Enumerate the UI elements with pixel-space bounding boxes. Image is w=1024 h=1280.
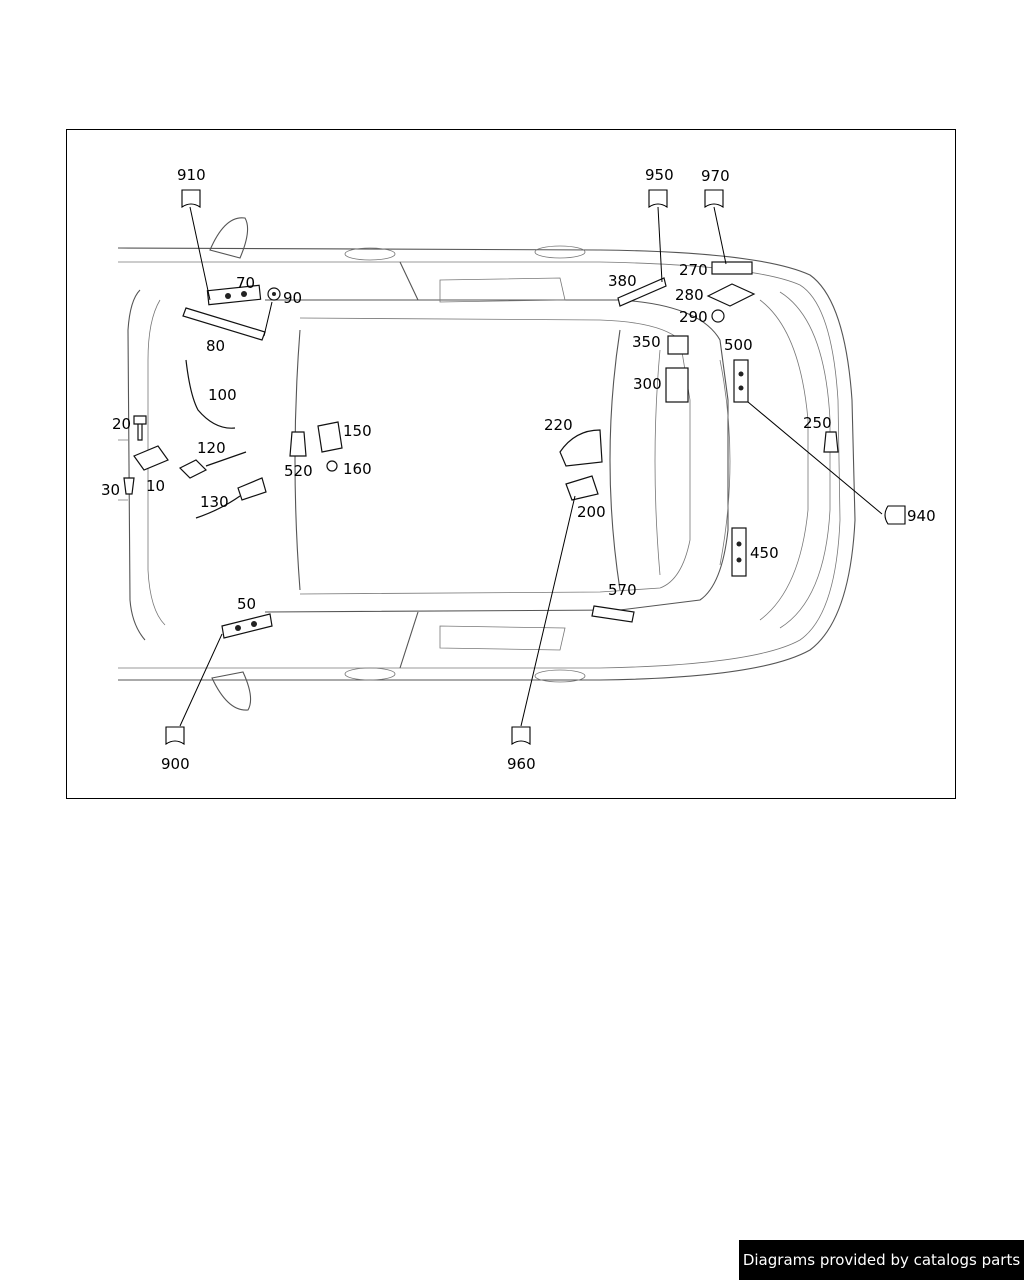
part-270-plate (711, 261, 753, 275)
part-10-module (133, 445, 169, 471)
callout-200: 200 (577, 503, 606, 521)
callout-160: 160 (343, 460, 372, 478)
part-120-antenna (178, 459, 208, 479)
callout-20: 20 (112, 415, 131, 433)
part-300-module (665, 367, 689, 403)
callout-940: 940 (907, 507, 936, 525)
callout-910: 910 (177, 166, 206, 184)
callout-950: 950 (645, 166, 674, 184)
callout-280: 280 (675, 286, 704, 304)
callout-220: 220 (544, 416, 573, 434)
callout-900: 900 (161, 755, 190, 773)
callout-130: 130 (200, 493, 229, 511)
callout-30: 30 (101, 481, 120, 499)
callout-150: 150 (343, 422, 372, 440)
connector-940-symbol (884, 505, 906, 525)
part-160-nut (326, 460, 338, 472)
connector-970-symbol (704, 189, 724, 209)
callout-970: 970 (701, 167, 730, 185)
callout-120: 120 (197, 439, 226, 457)
part-380-bar (617, 277, 667, 307)
callout-520: 520 (284, 462, 313, 480)
callout-380: 380 (608, 272, 637, 290)
part-520-bracket (289, 431, 307, 457)
callouts: 910 950 970 900 960 940 70 90 80 100 20 … (101, 166, 936, 773)
callout-90: 90 (283, 289, 302, 307)
part-450-strip (731, 527, 747, 577)
parts (123, 261, 839, 639)
callout-350: 350 (632, 333, 661, 351)
part-20-screw (133, 415, 147, 441)
part-30-clip (123, 477, 135, 495)
part-500-strip (733, 359, 749, 403)
connector-910-symbol (181, 189, 201, 209)
callout-270: 270 (679, 261, 708, 279)
callout-70: 70 (236, 274, 255, 292)
callout-450: 450 (750, 544, 779, 562)
callout-250: 250 (803, 414, 832, 432)
leader-lines (179, 206, 883, 727)
callout-50: 50 (237, 595, 256, 613)
connector-950-symbol (648, 189, 668, 209)
part-350-switch (667, 335, 689, 355)
callout-300: 300 (633, 375, 662, 393)
connector-960-symbol (511, 726, 531, 746)
part-220-fin (559, 429, 603, 467)
part-150-unit (317, 421, 343, 453)
part-80-strip (182, 307, 266, 341)
callout-80: 80 (206, 337, 225, 355)
part-100-cable (185, 359, 236, 429)
credit-banner: Diagrams provided by catalogs parts (739, 1240, 1024, 1280)
callout-960: 960 (507, 755, 536, 773)
part-250-sensor (823, 431, 839, 453)
connector-symbols (165, 189, 906, 746)
part-290-nut (711, 309, 725, 323)
callout-10: 10 (146, 477, 165, 495)
part-130-connector (237, 477, 267, 501)
part-50-bracket (221, 613, 273, 639)
part-70-plate (206, 284, 262, 306)
callout-570: 570 (608, 581, 637, 599)
part-200-base (565, 475, 599, 501)
callout-290: 290 (679, 308, 708, 326)
part-280-mount (706, 283, 756, 307)
callout-100: 100 (208, 386, 237, 404)
part-570-module (591, 605, 635, 623)
connector-900-symbol (165, 726, 185, 746)
callout-500: 500 (724, 336, 753, 354)
